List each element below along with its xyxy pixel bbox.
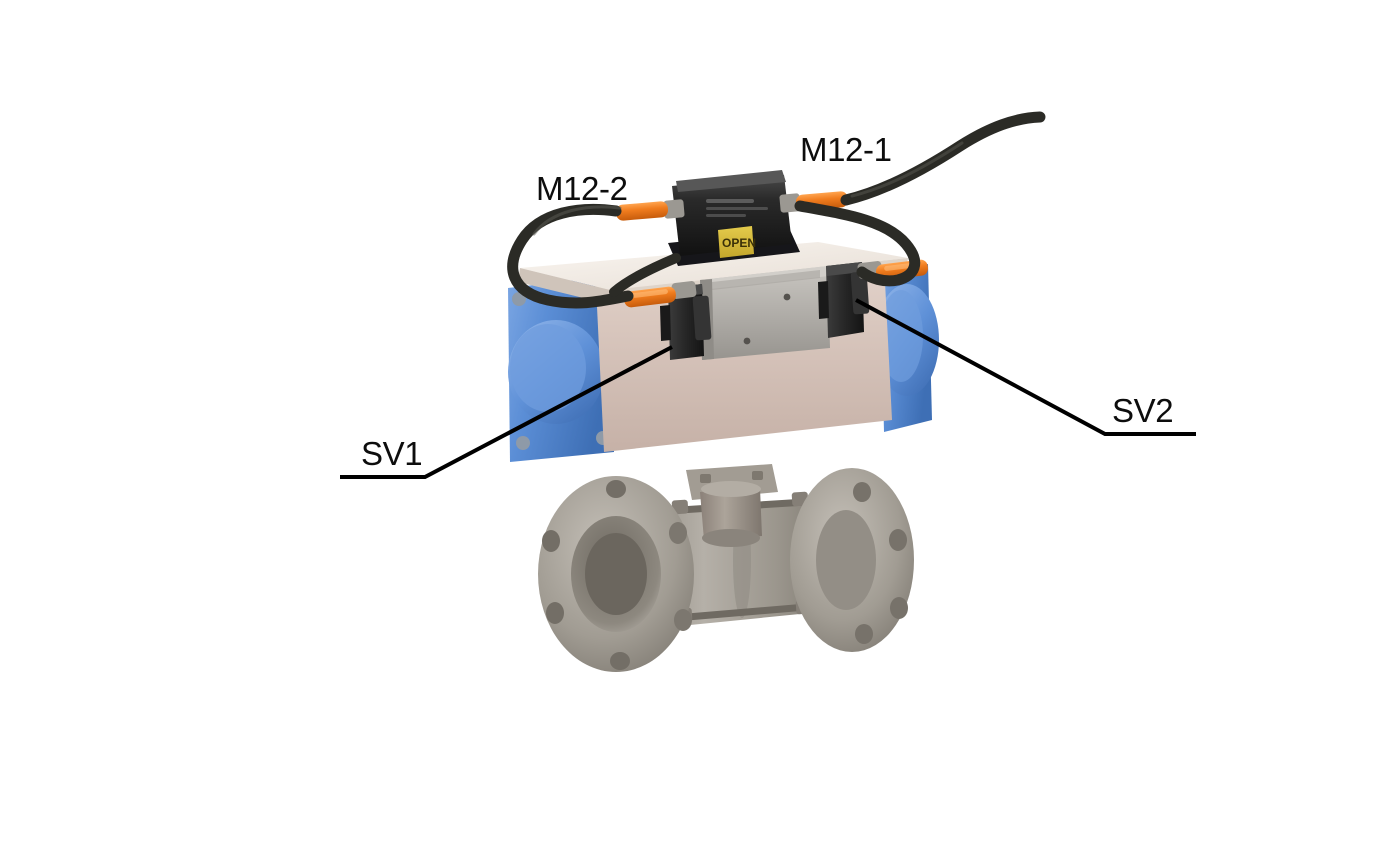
- flange-bolt-hole: [853, 482, 871, 502]
- callout-label-m12-1: M12-1: [800, 131, 892, 168]
- actuator-end-cap-right: [875, 264, 939, 432]
- limit-switch-box: OPEN: [615, 170, 849, 266]
- sv2-coil-plug: [818, 281, 829, 319]
- cable-m12-2-highlight: [532, 205, 622, 236]
- open-tag-text: OPEN: [722, 236, 756, 250]
- flange-bolt-hole: [674, 609, 692, 631]
- flange-bolt-hole: [542, 530, 560, 552]
- callout-leader-lines: [340, 298, 1196, 479]
- stem-collar: [701, 481, 761, 497]
- valve-block-screw: [743, 337, 751, 345]
- sensor-box-top: [676, 170, 786, 192]
- cable-m12-1-highlight: [850, 141, 964, 198]
- valve-stem-bracket: [686, 464, 778, 547]
- sv1-coil-plug: [660, 305, 671, 341]
- valve-block: [700, 266, 830, 360]
- sensor-label-line: [706, 214, 746, 217]
- sensor-port-left-nut: [663, 199, 685, 219]
- leader-line-sv1: [340, 345, 673, 479]
- flange-bolt-hole: [610, 652, 630, 670]
- right-flange-hub: [816, 510, 876, 610]
- bracket-bolt: [700, 474, 711, 483]
- tie-rod-nut: [671, 499, 689, 515]
- sensor-label-line: [706, 207, 768, 210]
- flange-bolt-hole: [669, 522, 687, 544]
- callout-label-sv1: SV1: [361, 435, 423, 472]
- sv1-coil-rib: [692, 295, 712, 341]
- flange-bolt-hole: [606, 480, 626, 498]
- open-indicator-tag: [718, 226, 754, 258]
- bracket-bolt: [752, 471, 763, 480]
- end-cap-left-boss-hi: [510, 324, 586, 412]
- flange-bolt-hole: [855, 624, 873, 644]
- end-cap-bolt: [512, 292, 526, 306]
- left-flange-bore: [585, 533, 647, 615]
- flanged-ball-valve-body: [538, 464, 914, 672]
- flange-bolt-hole: [889, 529, 907, 551]
- cable-sv2-loop: [794, 200, 921, 287]
- callout-label-sv2: SV2: [1112, 392, 1174, 429]
- callout-label-m12-2: M12-2: [536, 170, 628, 207]
- solenoid-coil-sv1: [660, 284, 712, 360]
- sv1-connector-highlight: [632, 289, 668, 298]
- sensor-label-line: [706, 199, 754, 203]
- stem-base: [702, 529, 760, 547]
- leader-line-sv2: [855, 298, 1196, 436]
- flange-bolt-hole: [546, 602, 564, 624]
- actuator-mounting-plate: [520, 242, 908, 290]
- right-flange: [790, 468, 914, 652]
- cable-under-sensor: [609, 253, 681, 297]
- actuator-end-cap-left: [508, 276, 614, 462]
- valve-block-screw: [783, 293, 791, 301]
- flange-bolt-hole: [890, 597, 908, 619]
- valve-block-slot: [712, 270, 820, 290]
- left-flange: [538, 476, 694, 672]
- stem-column: [700, 488, 762, 540]
- sv1-m12-connector: [624, 281, 697, 308]
- end-cap-right-boss-hi: [879, 290, 923, 382]
- sensor-port-left-orange: [615, 201, 669, 221]
- mounting-plate-edge-left: [518, 268, 610, 304]
- sv1-connector-nut: [671, 281, 697, 299]
- end-cap-bolt: [516, 436, 530, 450]
